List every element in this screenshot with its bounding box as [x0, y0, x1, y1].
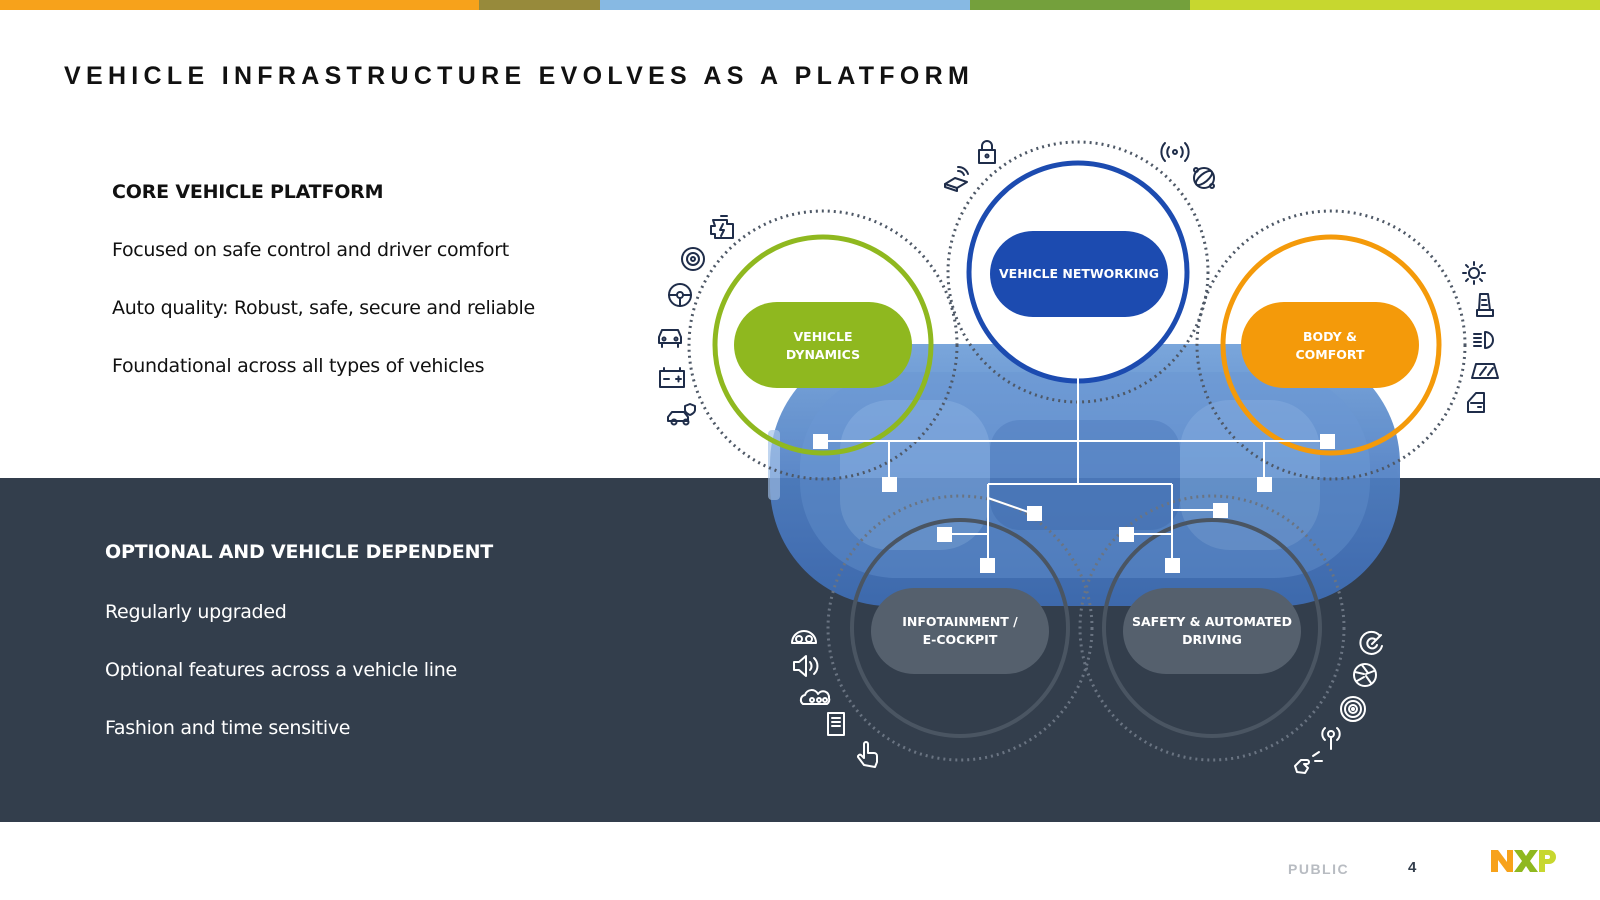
router-icon [944, 166, 969, 192]
pill-label: DYNAMICS [786, 347, 860, 362]
inner-ring-infotainment [850, 518, 1070, 738]
ecu-node [1119, 527, 1134, 542]
pill-label: DRIVING [1182, 632, 1242, 647]
ecu-node [980, 558, 995, 573]
ring-body-comfort [1195, 209, 1467, 481]
network-lines [820, 345, 1328, 566]
pill-label: COMFORT [1296, 347, 1365, 362]
seat-icon [1476, 293, 1494, 317]
core-heading: CORE VEHICLE PLATFORM [112, 181, 384, 203]
speaker-icon [793, 655, 819, 677]
ecu-node [1257, 477, 1272, 492]
inner-ring-safety [1102, 518, 1322, 738]
ecu-node [1213, 503, 1228, 518]
pill-vehicle-dynamics: VEHICLE DYNAMICS [734, 302, 912, 388]
voice-cloud-icon [799, 689, 831, 705]
pill-safety: SAFETY & AUTOMATED DRIVING [1123, 588, 1301, 674]
battery-icon [659, 367, 685, 388]
bar-segment-lightblue [600, 0, 970, 10]
core-item: Focused on safe control and driver comfo… [112, 239, 509, 261]
classification-label: PUBLIC [1288, 861, 1350, 877]
ecu-node [1165, 558, 1180, 573]
pill-infotainment: INFOTAINMENT / E-COCKPIT [871, 588, 1049, 674]
windshield-icon [1471, 363, 1499, 379]
core-item: Auto quality: Robust, safe, secure and r… [112, 297, 535, 319]
optional-item: Fashion and time sensitive [105, 717, 351, 739]
ring-infotainment [826, 494, 1094, 762]
door-icon [1467, 392, 1485, 413]
radar-icon [1359, 630, 1383, 655]
hand-sensor-icon [1294, 751, 1323, 774]
pill-label: VEHICLE [793, 329, 852, 344]
display-panel-icon [827, 712, 845, 736]
pill-vehicle-networking: VEHICLE NETWORKING [990, 231, 1168, 317]
bar-segment-olive [479, 0, 600, 10]
antenna-icon [1321, 727, 1341, 750]
seat-heater-icon [1462, 261, 1486, 285]
steering-wheel-icon [668, 283, 692, 307]
dashboard-gauge-icon [791, 630, 817, 644]
ecu-node [937, 527, 952, 542]
car-front-icon [658, 329, 682, 348]
sonar-icon [1340, 696, 1366, 722]
page-number: 4 [1408, 859, 1417, 876]
inner-ring-green [712, 234, 934, 456]
pill-label: SAFETY & AUTOMATED [1132, 614, 1292, 629]
core-item: Foundational across all types of vehicle… [112, 355, 485, 377]
wireless-signal-icon [1160, 142, 1190, 162]
pill-body-comfort: BODY & COMFORT [1241, 302, 1419, 388]
ecu-nodes [813, 434, 1335, 573]
headlight-icon [1473, 331, 1494, 349]
optional-heading: OPTIONAL AND VEHICLE DEPENDENT [105, 541, 494, 563]
pill-label: BODY & [1303, 329, 1357, 344]
inner-ring-orange [1220, 234, 1442, 456]
bar-segment-orange [0, 0, 479, 10]
slide-title: VEHICLE INFRASTRUCTURE EVOLVES AS A PLAT… [64, 62, 975, 90]
pill-label: VEHICLE NETWORKING [999, 266, 1159, 281]
engine-icon [710, 215, 734, 239]
ecu-node [882, 477, 897, 492]
brake-disc-icon [681, 247, 705, 271]
ecu-node [1320, 434, 1335, 449]
car-shield-icon [667, 403, 696, 426]
ecu-node [1027, 506, 1042, 521]
optional-item: Optional features across a vehicle line [105, 659, 457, 681]
optional-item: Regularly upgraded [105, 601, 287, 623]
camera-lens-icon [1353, 663, 1377, 687]
ring-vehicle-dynamics [687, 209, 959, 481]
ring-safety [1078, 494, 1346, 762]
bar-segment-green [970, 0, 1190, 10]
pill-label: INFOTAINMENT / [902, 614, 1018, 629]
nxp-logo [1491, 850, 1556, 872]
lock-icon [978, 140, 996, 164]
touch-hand-icon [857, 741, 878, 768]
pill-label: E-COCKPIT [923, 632, 998, 647]
globe-network-icon [1193, 167, 1215, 189]
top-color-bar [0, 0, 1600, 10]
bar-segment-lime [1190, 0, 1600, 10]
ecu-node [813, 434, 828, 449]
